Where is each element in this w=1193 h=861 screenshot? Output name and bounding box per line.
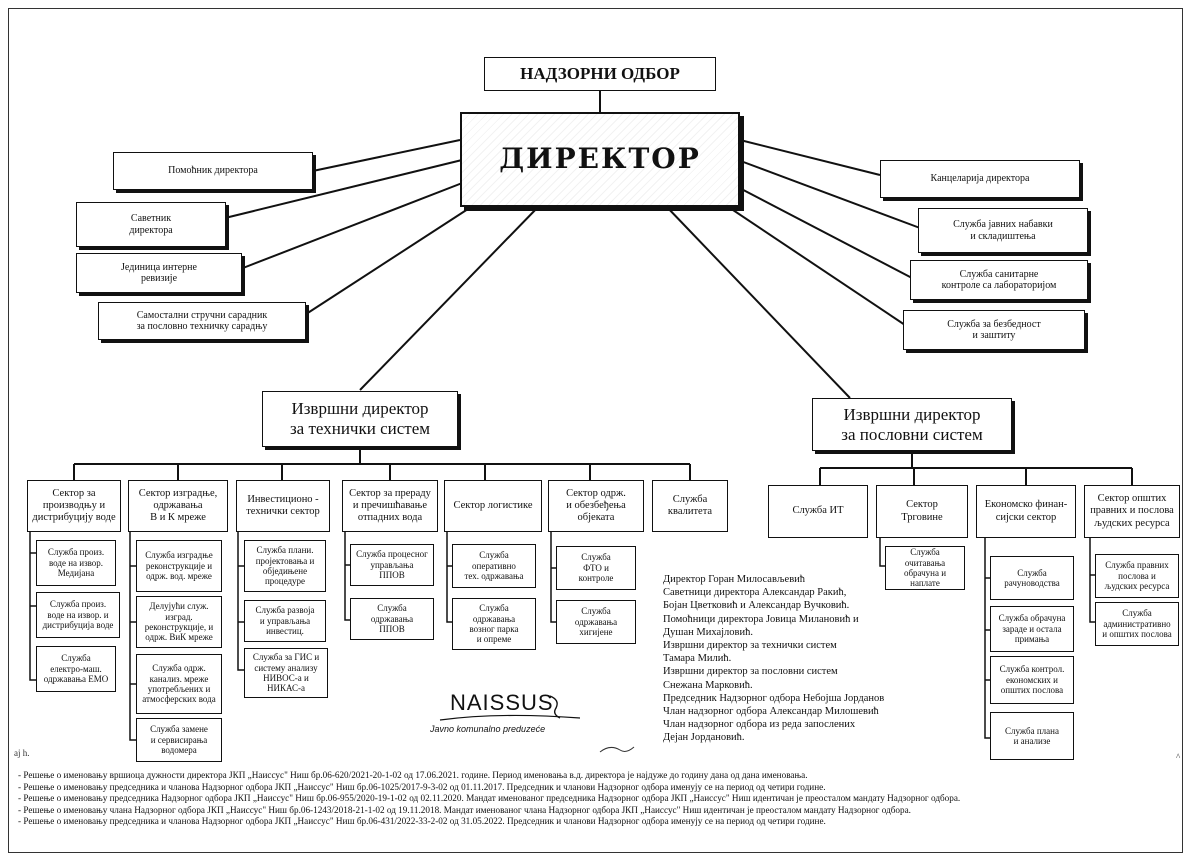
footnotes: - Решење о именовању вршиоца дужности ди… <box>18 770 1183 828</box>
staff-line: Снежана Марковић. <box>663 679 753 691</box>
handwritten-mark: ^ <box>1176 752 1181 762</box>
service-box: Служба замене и сервисирања водомера <box>136 718 222 762</box>
service-box: Служба одржавања возног парка и опреме <box>452 598 536 650</box>
staff-line: Члан надзорног одбора из реда запослених <box>663 719 856 731</box>
staff-line: Помоћници директора Јовица Милановић и <box>663 613 859 625</box>
staff-line: Председник Надзорног одбора Небојша Јорд… <box>663 692 885 704</box>
service-box: Служба оперативно тех. одржавања <box>452 544 536 588</box>
sector-legal-hr: Сектор општих правних и послова људских … <box>1084 485 1180 538</box>
staff-line: Тамара Милић. <box>663 653 732 665</box>
staff-line: Бојан Цветковић и Александар Вучковић. <box>663 600 850 612</box>
logo-subtitle: Javno komunalno preduzeće <box>430 724 546 734</box>
service-box: Делујући служ. изград. реконструкције, и… <box>136 596 222 648</box>
service-box: Служба плана и анализе <box>990 712 1074 760</box>
sector-facility-maintenance: Сектор одрж. и обезбеђења објеката <box>548 480 644 532</box>
staff-line: Дејан Јордановић. <box>663 732 745 744</box>
service-box: Служба одрж. канализ. мреже употребљених… <box>136 654 222 714</box>
service-box: Служба правних послова и људских ресурса <box>1095 554 1179 598</box>
service-box: Служба плани. пројектовања и обједињене … <box>244 540 326 592</box>
sector-economic-financial: Економско финан- сијски сектор <box>976 485 1076 538</box>
sector-wastewater: Сектор за прераду и пречишћавање отпадни… <box>342 480 438 532</box>
naissus-logo: NAISSUS Javno komunalno preduzeće <box>430 690 590 742</box>
service-box: Служба одржавања ППОВ <box>350 598 434 640</box>
service-box: Служба контрол. економских и општих посл… <box>990 656 1074 704</box>
service-box: Служба одржавања хигијене <box>556 600 636 644</box>
safety-service-box: Служба за безбедност и заштиту <box>903 310 1085 350</box>
staff-line: Извршни директор за пословни систем <box>663 666 838 678</box>
staff-line: Извршни директор за технички систем <box>663 640 837 652</box>
service-box: Служба произ. воде на извор. Медијана <box>36 540 116 586</box>
handwritten-mark: ај h. <box>14 748 30 758</box>
service-box: Служба рачуноводства <box>990 556 1074 600</box>
sector-water-production: Сектор за производњу и дистрибуцију воде <box>27 480 121 532</box>
sector-network-construction: Сектор изградње, одржавања В и К мреже <box>128 480 228 532</box>
service-box: Служба развоја и управљања инвестиц. <box>244 600 326 642</box>
director-box: ДИРЕКТОР <box>460 112 740 207</box>
footnote: - Решење о именовању председника Надзорн… <box>18 793 961 804</box>
service-box: Служба ФТО и контроле <box>556 546 636 590</box>
independent-associate-box: Самостални стручни сарадник за пословно … <box>98 302 306 340</box>
internal-audit-box: Јединица интерне ревизије <box>76 253 242 293</box>
staff-line: Саветници директора Александар Ракић, <box>663 587 847 599</box>
service-box: Служба електро-маш. одржавања ЕМО <box>36 646 116 692</box>
sector-investment-technical: Инвестиционо - технички сектор <box>236 480 330 532</box>
staff-list: Директор Горан Милосављевић Саветници ди… <box>663 573 884 745</box>
public-procurement-box: Служба јавних набавки и складиштења <box>918 208 1088 253</box>
staff-line: Директор Горан Милосављевић <box>663 574 806 585</box>
service-box: Служба процесног управљања ППОВ <box>350 544 434 586</box>
director-office-box: Канцеларија директора <box>880 160 1080 198</box>
staff-line: Душан Михајловић. <box>663 626 753 638</box>
service-quality: Служба квалитета <box>652 480 728 532</box>
staff-line: Члан надзорног одбора Александар Милошев… <box>663 706 879 718</box>
service-box: Служба изградње реконструкције и одрж. в… <box>136 540 222 592</box>
footnote: - Решење о именовању председника и члано… <box>18 816 826 827</box>
footnote: - Решење о именовању вршиоца дужности ди… <box>18 770 808 780</box>
assistant-director-box: Помоћник директора <box>113 152 313 190</box>
service-box: Служба произ. воде на извор. и дистрибуц… <box>36 592 120 638</box>
service-box: Служба административно и општих послова <box>1095 602 1179 646</box>
sector-trade: Сектор Трговине <box>876 485 968 538</box>
footnote: - Решење о именовању члана Надзорног одб… <box>18 804 911 815</box>
sector-logistics: Сектор логистике <box>444 480 542 532</box>
service-box: Служба обрачуна зараде и остала примања <box>990 606 1074 652</box>
sanitary-control-box: Служба санитарне контроле са лабораториј… <box>910 260 1088 300</box>
service-box: Служба очитавања обрачуна и наплате <box>885 546 965 590</box>
supervisory-board-box: НАДЗОРНИ ОДБОР <box>484 57 716 91</box>
page-frame <box>8 8 1183 853</box>
exec-business-box: Извршни директор за пословни систем <box>812 398 1012 451</box>
logo-swoosh-icon <box>439 695 581 721</box>
logo-name: NAISSUS <box>450 690 554 715</box>
footnote: - Решење о именовању председника и члано… <box>18 781 826 792</box>
service-it: Служба ИТ <box>768 485 868 538</box>
director-adviser-box: Саветник директора <box>76 202 226 247</box>
service-box: Служба за ГИС и систему анализу НИВОС-а … <box>244 648 328 698</box>
exec-technical-box: Извршни директор за технички систем <box>262 391 458 447</box>
